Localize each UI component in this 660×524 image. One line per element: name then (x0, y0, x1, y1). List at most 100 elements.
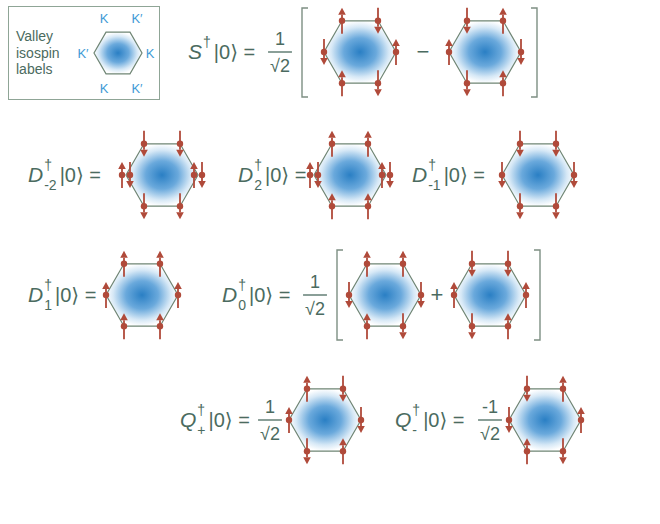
spin-dot (400, 323, 406, 329)
spin-arrowhead (314, 181, 322, 188)
spin-dot (500, 18, 506, 24)
spin-dot (505, 323, 511, 329)
fraction-bar (303, 294, 327, 295)
vacuum-ket: |0⟩ = (214, 41, 255, 64)
spin-arrowhead (468, 270, 476, 277)
operator-letter: Q (395, 408, 411, 432)
fraction-bar (478, 419, 502, 420)
spin-dot (418, 292, 424, 298)
dagger: † (238, 277, 246, 293)
spin-arrowhead (516, 150, 524, 157)
operator-sign: − (417, 39, 430, 64)
spin-arrowhead (363, 251, 371, 258)
spin-arrowhead (552, 212, 560, 219)
spin-dot (119, 172, 125, 178)
spin-dot (340, 448, 346, 454)
valley-label: K (100, 82, 109, 97)
right-bracket (534, 250, 540, 340)
spin-arrowhead (577, 407, 585, 414)
operator-sign: + (431, 282, 444, 307)
fraction-numerator: -1 (482, 397, 498, 418)
spin-arrowhead (320, 58, 328, 65)
valley-label: K (146, 47, 155, 62)
spin-arrowhead (156, 251, 164, 258)
fraction-denominator: √2 (480, 424, 500, 445)
dagger: † (428, 157, 436, 173)
left-bracket (302, 8, 308, 97)
hexagon (314, 144, 386, 206)
inset-box: Valley isospin labelsKK′K′KKK′ (8, 6, 160, 100)
spin-dot (307, 172, 313, 178)
spin-arrowhead (174, 282, 182, 289)
valley-label: K′ (131, 82, 142, 97)
hexagon (94, 32, 142, 74)
spin-dot (505, 261, 511, 267)
spin-dot (451, 292, 457, 298)
spin-arrowhead (190, 162, 198, 169)
spin-arrowhead (378, 162, 386, 169)
spin-arrowhead (328, 193, 336, 200)
spin-dot (121, 323, 127, 329)
spin-arrowhead (399, 251, 407, 258)
spin-arrowhead (445, 39, 453, 46)
spin-dot (121, 261, 127, 267)
subscript-index: -2 (44, 177, 56, 193)
hexagon (324, 21, 396, 83)
spin-dot (329, 141, 335, 147)
spin-arrowhead (463, 27, 471, 34)
spin-dot (191, 172, 197, 178)
spin-dot (553, 203, 559, 209)
operator-letter: S (188, 40, 202, 64)
valley-label: K′ (131, 12, 142, 27)
spin-dot (364, 261, 370, 267)
spin-arrowhead (450, 282, 458, 289)
spin-arrowhead (559, 376, 567, 383)
fraction-bar (268, 51, 292, 52)
spin-dot (469, 323, 475, 329)
spin-arrowhead (363, 313, 371, 320)
spin-arrowhead (523, 438, 531, 445)
spin-dot (517, 203, 523, 209)
spin-arrowhead (303, 376, 311, 383)
spin-dot (393, 49, 399, 55)
spin-dot (375, 18, 381, 24)
spin-arrowhead (517, 58, 525, 65)
spin-dot (571, 172, 577, 178)
spin-dot (141, 203, 147, 209)
spin-dot (469, 261, 475, 267)
subscript-index: 1 (44, 297, 52, 313)
dagger: † (44, 277, 52, 293)
spin-dot (517, 141, 523, 147)
spin-arrowhead (338, 8, 346, 15)
hexagon (349, 264, 421, 326)
spin-arrowhead (386, 181, 394, 188)
spin-arrowhead (522, 282, 530, 289)
spin-arrowhead (120, 313, 128, 320)
spin-dot (339, 80, 345, 86)
spin-arrowhead (499, 8, 507, 15)
spin-arrowhead (504, 270, 512, 277)
spin-dot (346, 292, 352, 298)
spin-dot (446, 49, 452, 55)
right-bracket (531, 8, 537, 97)
vacuum-ket: |0⟩ = (265, 164, 306, 187)
valley-label: K (100, 12, 109, 27)
spin-arrowhead (417, 301, 425, 308)
spin-arrowhead (345, 301, 353, 308)
spin-dot (175, 292, 181, 298)
spin-dot (157, 323, 163, 329)
spin-arrowhead (126, 181, 134, 188)
spin-arrowhead (176, 212, 184, 219)
brackets (302, 8, 540, 340)
spin-dot (365, 141, 371, 147)
spin-dot (553, 141, 559, 147)
spin-dot (329, 203, 335, 209)
spin-arrowhead (504, 313, 512, 320)
subscript-index: 2 (254, 177, 262, 193)
subscript-index: -1 (428, 177, 440, 193)
operator-letter: Q (180, 408, 196, 432)
spin-arrowhead (570, 181, 578, 188)
fraction-denominator: √2 (270, 56, 290, 77)
fraction-bar (258, 419, 282, 420)
spin-arrowhead (339, 438, 347, 445)
